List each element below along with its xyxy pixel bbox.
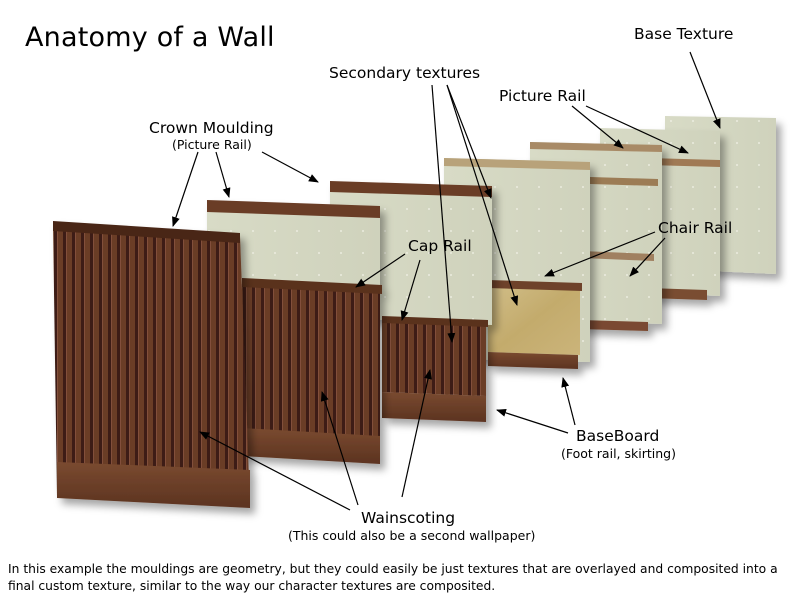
label-secondary-textures: Secondary textures [329,64,481,82]
arrow-base-texture [689,51,721,129]
leader-lines [172,51,721,511]
label-chair-rail: Chair Rail [658,219,733,237]
arrow-crown-c [261,151,319,183]
label-picture-rail: Picture Rail [499,87,586,105]
arrow-wainscot-a [199,431,351,511]
caption-text: In this example the mouldings are geomet… [8,562,778,593]
arrow-secondary-c [446,84,492,199]
arrow-crown-a [172,151,199,227]
arrow-wainscot-c [401,369,432,498]
arrow-picture-rail-b [585,105,689,154]
page-title: Anatomy of a Wall [25,22,275,53]
label-baseboard-sub: (Foot rail, skirting) [561,446,676,461]
arrow-chair-rail-a [544,231,656,277]
arrow-baseboard-b [496,408,569,434]
arrow-cap-rail-b [400,259,421,321]
arrow-secondary-b [446,84,519,306]
arrow-baseboard-a [561,377,576,426]
panel-mid-wainscot [207,200,382,464]
arrow-cap-rail-a [355,253,406,288]
panel-full-wainscot [53,221,250,508]
arrow-picture-rail-a [571,105,624,149]
label-wainscoting: Wainscoting [361,509,456,527]
label-wainscoting-sub: (This could also be a second wallpaper) [288,528,536,543]
label-crown-moulding-sub: (Picture Rail) [172,137,252,152]
label-baseboard: BaseBoard [576,427,660,445]
label-crown-moulding: Crown Moulding [149,119,274,137]
label-base-texture: Base Texture [634,25,734,43]
arrow-crown-b [215,151,231,198]
label-cap-rail: Cap Rail [408,237,472,255]
arrow-chair-rail-b [629,237,666,277]
arrow-wainscot-b [320,391,359,506]
arrow-secondary-a [431,84,456,343]
